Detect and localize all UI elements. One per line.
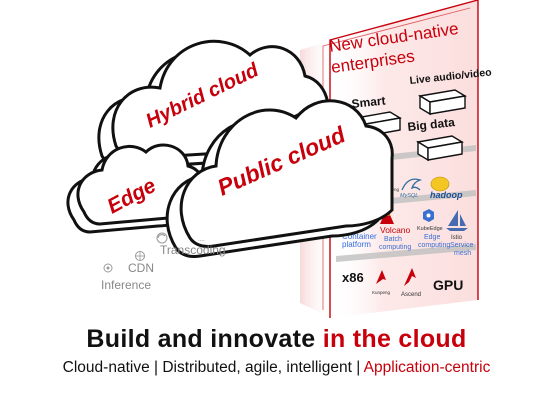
live-video-box-icon xyxy=(418,89,467,116)
scenario-big-data: Big data xyxy=(407,115,456,134)
batch-label-2: computing xyxy=(379,244,411,251)
subline-accent: Application-centric xyxy=(363,359,491,376)
mysql-logo: MySQL xyxy=(400,178,423,199)
volcano-label: Volcano xyxy=(380,225,411,235)
container-platform-label-1: Container xyxy=(342,232,377,241)
service-mesh-label-1: Service xyxy=(450,242,473,249)
inference-icon xyxy=(103,263,113,273)
subline-main: Cloud-native | Distributed, agile, intel… xyxy=(62,359,364,376)
edge-computing-label-2: computing xyxy=(418,242,450,249)
headline-accent: in the cloud xyxy=(322,325,467,353)
transcoding-icon xyxy=(156,232,168,244)
kubeedge-label: KubeEdge xyxy=(417,226,443,232)
edge-service-transcoding: Transcoding xyxy=(160,243,226,257)
edge-service-cdn: CDN xyxy=(128,261,154,275)
hardware-kunpeng: Kunpeng xyxy=(372,290,391,295)
edge-service-inference: Inference xyxy=(101,278,151,292)
edge-computing-label-1: Edge xyxy=(424,234,440,241)
ellipsis-label: .... xyxy=(198,237,205,243)
hardware-x86: x86 xyxy=(342,270,364,285)
hadoop-logo: hadoop xyxy=(430,176,463,200)
cdn-icon xyxy=(135,251,145,261)
svg-text:hadoop: hadoop xyxy=(430,190,463,200)
subline: Cloud-native | Distributed, agile, intel… xyxy=(0,359,553,377)
batch-label-1: Batch xyxy=(384,236,402,243)
hardware-gpu: GPU xyxy=(433,277,463,293)
public-cloud-shape xyxy=(165,99,394,258)
headline: Build and innovate in the cloud xyxy=(0,325,553,354)
kunpeng-icon xyxy=(376,270,386,284)
service-mesh-label-2: mesh xyxy=(454,250,471,257)
big-data-box-icon xyxy=(416,135,464,162)
istio-label: Istio xyxy=(451,235,463,241)
svg-text:MySQL: MySQL xyxy=(400,193,418,199)
headline-main: Build and innovate xyxy=(86,325,323,353)
ascend-icon xyxy=(404,268,416,286)
scenario-smart: Smart xyxy=(351,94,386,111)
istio-icon xyxy=(446,210,468,231)
kubeedge-icon xyxy=(423,209,434,222)
hardware-ascend: Ascend xyxy=(401,292,421,298)
divider-band xyxy=(336,244,476,262)
container-platform-label-2: platform xyxy=(342,240,371,249)
